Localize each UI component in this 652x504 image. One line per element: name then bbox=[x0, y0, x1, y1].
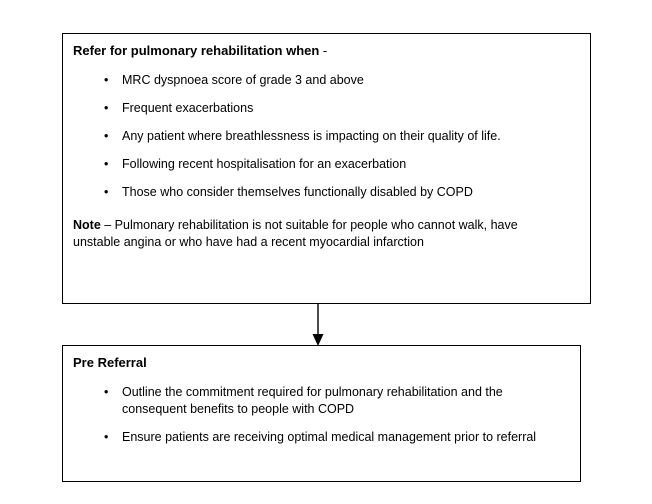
pre-referral-bullet-list: • Outline the commitment required for pu… bbox=[73, 384, 570, 446]
bullet-icon: • bbox=[104, 430, 109, 444]
referral-criteria-heading-text: Refer for pulmonary rehabilitation when bbox=[73, 43, 320, 58]
bullet-icon: • bbox=[104, 129, 109, 143]
list-item: • Any patient where breathlessness is im… bbox=[73, 128, 580, 145]
referral-criteria-heading-suffix: - bbox=[319, 43, 328, 58]
list-item: • Following recent hospitalisation for a… bbox=[73, 156, 580, 173]
bullet-icon: • bbox=[104, 101, 109, 115]
referral-criteria-note: Note – Pulmonary rehabilitation is not s… bbox=[73, 217, 565, 251]
bullet-icon: • bbox=[104, 73, 109, 87]
referral-criteria-content: Refer for pulmonary rehabilitation when … bbox=[63, 34, 590, 251]
referral-criteria-box: Refer for pulmonary rehabilitation when … bbox=[62, 33, 591, 304]
note-text: – Pulmonary rehabilitation is not suitab… bbox=[73, 218, 518, 249]
pre-referral-content: Pre Referral • Outline the commitment re… bbox=[63, 346, 580, 446]
list-item: • MRC dyspnoea score of grade 3 and abov… bbox=[73, 72, 580, 89]
bullet-icon: • bbox=[104, 185, 109, 199]
pre-referral-box: Pre Referral • Outline the commitment re… bbox=[62, 345, 581, 482]
bullet-icon: • bbox=[104, 157, 109, 171]
list-item: • Frequent exacerbations bbox=[73, 100, 580, 117]
referral-criteria-heading: Refer for pulmonary rehabilitation when … bbox=[73, 43, 580, 59]
list-item-label: Following recent hospitalisation for an … bbox=[122, 157, 407, 171]
list-item-label: Those who consider themselves functional… bbox=[122, 185, 473, 199]
list-item-label: Any patient where breathlessness is impa… bbox=[122, 129, 501, 143]
list-item: • Ensure patients are receiving optimal … bbox=[73, 429, 570, 446]
list-item-label: Outline the commitment required for pulm… bbox=[122, 385, 503, 416]
downward-arrow-icon bbox=[312, 303, 324, 346]
pre-referral-heading: Pre Referral bbox=[73, 355, 147, 370]
note-label: Note bbox=[73, 218, 101, 232]
list-item-label: Frequent exacerbations bbox=[122, 101, 254, 115]
bullet-icon: • bbox=[104, 385, 109, 399]
list-item: • Those who consider themselves function… bbox=[73, 184, 580, 201]
list-item-label: Ensure patients are receiving optimal me… bbox=[122, 430, 537, 444]
list-item: • Outline the commitment required for pu… bbox=[73, 384, 570, 418]
referral-criteria-bullet-list: • MRC dyspnoea score of grade 3 and abov… bbox=[73, 72, 580, 201]
list-item-label: MRC dyspnoea score of grade 3 and above bbox=[122, 73, 364, 87]
